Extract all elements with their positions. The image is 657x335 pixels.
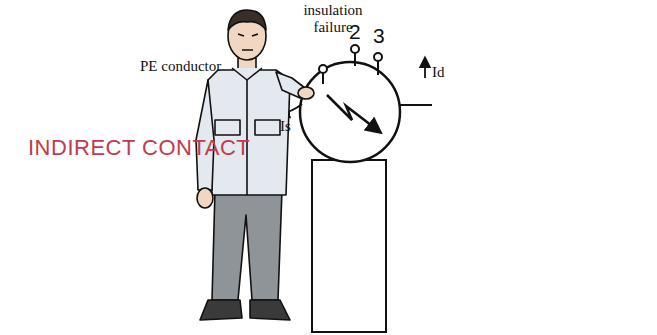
fault-flash (327, 95, 380, 132)
terminal-number: 3 (373, 24, 385, 47)
motor-base (312, 160, 386, 332)
figure-title: INDIRECT CONTACT (28, 136, 250, 160)
current-label: Id (432, 64, 445, 81)
motor-terminals (319, 45, 382, 84)
conductor-label: PE conductor (140, 58, 221, 75)
terminal-number: 2 (349, 20, 361, 43)
current-label: Is (280, 118, 291, 135)
pe-conductor-line (400, 104, 432, 106)
motor-casing (300, 62, 400, 162)
current-arrow (424, 58, 426, 78)
person-figure (196, 10, 314, 320)
